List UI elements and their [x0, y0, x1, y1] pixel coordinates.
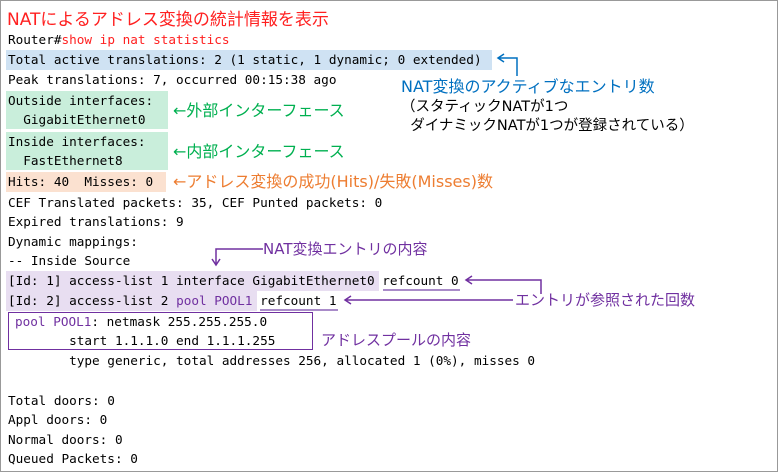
arrow-refcount0-icon	[464, 275, 542, 294]
annotation-active-note2: ダイナミックNATが1つが登録されている）	[401, 118, 694, 134]
arrow-refcount1-icon	[343, 295, 513, 305]
cli-command-line: Router#show ip nat statistics	[8, 30, 230, 49]
annotation-hits: ←アドレス変換の成功(Hits)/失敗(Misses)数	[173, 172, 493, 191]
annotation-inside: ←内部インターフェース	[173, 142, 345, 161]
command: show ip nat statistics	[61, 32, 230, 47]
line-normal-doors: Normal doors: 0	[8, 432, 123, 447]
id1-refcount: refcount 0	[382, 273, 459, 288]
line-id2: [Id: 2] access-list 2 pool POOL1 refcoun…	[8, 291, 336, 310]
highlight-id1	[6, 271, 379, 291]
id2-pool: pool POOL1	[176, 293, 253, 308]
highlight-id2	[6, 291, 257, 311]
annotation-refcount: エントリが参照された回数	[515, 291, 696, 309]
id2-text: [Id: 2] access-list 2	[8, 293, 177, 308]
highlight-inside	[6, 132, 168, 170]
line-total-doors: Total doors: 0	[8, 393, 115, 408]
annotation-pool: アドレスプールの内容	[321, 331, 472, 349]
highlight-total	[6, 50, 492, 70]
line-outside-if: GigabitEthernet0	[8, 112, 146, 127]
figure-title: NATによるアドレス変換の統計情報を表示	[7, 10, 329, 30]
line-inside-source: -- Inside Source	[8, 253, 131, 268]
annotation-active-note1: （スタティックNATが1つ	[401, 99, 569, 115]
line-appl-doors: Appl doors: 0	[8, 412, 108, 427]
line-outside: Outside interfaces:	[8, 93, 154, 108]
highlight-hits	[6, 172, 166, 192]
line-total: Total active translations: 2 (1 static, …	[8, 52, 482, 67]
line-pool: pool POOL1: netmask 255.255.255.0	[15, 312, 267, 331]
line-peak: Peak translations: 7, occurred 00:15:38 …	[8, 72, 337, 87]
prompt: Router#	[8, 32, 62, 47]
annotation-entry: NAT変換エントリの内容	[263, 240, 428, 258]
annotation-outside: ←外部インターフェース	[173, 101, 345, 120]
line-inside-if: FastEthernet8	[8, 153, 123, 168]
pool-box	[8, 312, 313, 350]
line-cef: CEF Translated packets: 35, CEF Punted p…	[8, 195, 383, 210]
id1-text: [Id: 1] access-list 1 interface GigabitE…	[8, 273, 375, 288]
highlight-outside	[6, 91, 168, 129]
arrow-total-icon	[496, 53, 518, 76]
line-id1: [Id: 1] access-list 1 interface GigabitE…	[8, 271, 459, 290]
annotation-active-title: NAT変換のアクティブなエントリ数	[401, 77, 655, 96]
line-queued: Queued Packets: 0	[8, 451, 138, 466]
line-pool-type: type generic, total addresses 256, alloc…	[8, 353, 536, 368]
line-pool-range: start 1.1.1.0 end 1.1.1.255	[8, 333, 276, 348]
pool-netmask: : netmask 255.255.255.0	[91, 314, 268, 329]
line-expired: Expired translations: 9	[8, 214, 184, 229]
pool-name: pool POOL1	[15, 314, 92, 329]
id2-refcount: refcount 1	[260, 293, 337, 308]
underline-refcount0	[383, 289, 460, 291]
underline-refcount1	[260, 309, 338, 311]
line-inside: Inside interfaces:	[8, 134, 146, 149]
arrow-entry-icon	[211, 248, 263, 267]
line-hits: Hits: 40 Misses: 0	[8, 174, 154, 189]
line-dynamic: Dynamic mappings:	[8, 234, 138, 249]
